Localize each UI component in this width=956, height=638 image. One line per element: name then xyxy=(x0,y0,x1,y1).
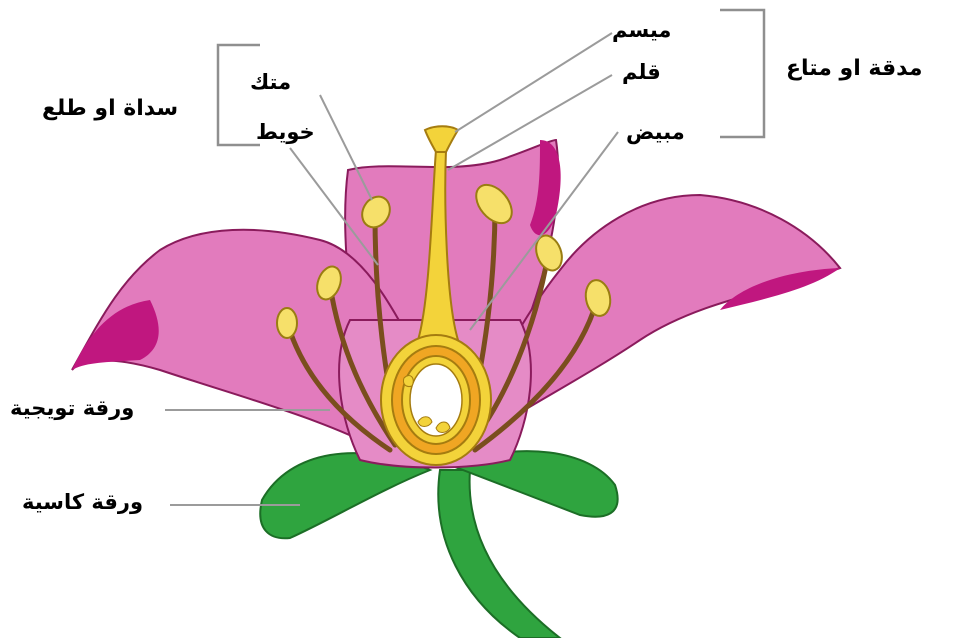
label-anther: متك xyxy=(250,72,291,93)
label-filament: خويط xyxy=(256,122,315,143)
label-pistil: مدقة او متاع xyxy=(786,58,923,80)
label-petal: ورقة تويجية xyxy=(10,398,134,419)
label-style: قلم xyxy=(622,62,661,83)
stigma xyxy=(425,126,458,152)
bracket-pistil xyxy=(720,10,764,137)
label-stigma: ميسم xyxy=(612,20,671,41)
label-ovary: مبيض xyxy=(626,122,685,143)
leader-stigma xyxy=(455,33,612,132)
ovule-3 xyxy=(403,376,413,387)
label-stamen: سداة او طلع xyxy=(42,98,178,120)
ovary-cavity xyxy=(410,364,462,436)
bracket-stamen xyxy=(218,45,260,145)
ovary xyxy=(381,335,491,465)
label-sepal: ورقة كاسية xyxy=(22,492,143,513)
anther-3 xyxy=(277,308,297,338)
